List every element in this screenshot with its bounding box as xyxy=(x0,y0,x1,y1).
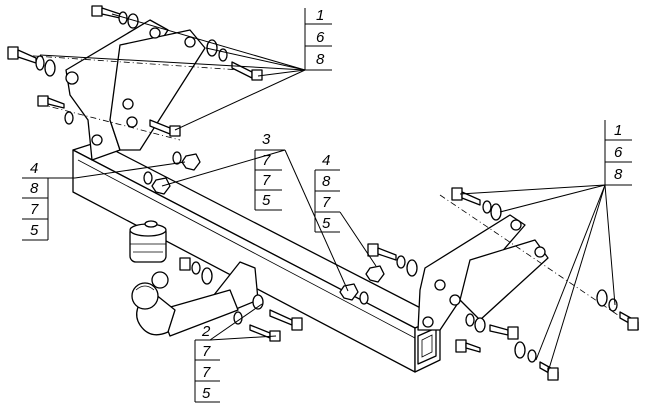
nut xyxy=(365,265,385,283)
callout-label: 4 xyxy=(322,152,330,169)
callout-label: 2 xyxy=(201,323,211,340)
washer xyxy=(64,111,74,125)
left-bracket xyxy=(19,19,241,161)
electrical-socket xyxy=(129,220,167,263)
nut xyxy=(151,177,171,195)
washer xyxy=(490,203,502,221)
callout-label: 4 xyxy=(30,160,38,177)
callout-left-mid: 4 8 7 5 xyxy=(22,160,75,241)
callout-center-right: 4 8 7 5 xyxy=(314,152,340,233)
callout-top-left: 1 6 8 xyxy=(304,7,332,71)
bolt xyxy=(7,46,37,64)
callout-label: 6 xyxy=(614,144,623,161)
bolt xyxy=(455,339,481,353)
bolt xyxy=(249,324,281,342)
bolt xyxy=(149,119,181,137)
callout-label: 7 xyxy=(262,172,271,189)
callout-label: 7 xyxy=(262,152,271,169)
callout-label: 7 xyxy=(30,201,39,218)
callout-label: 8 xyxy=(614,166,623,183)
washer xyxy=(35,55,45,71)
callout-label: 1 xyxy=(614,122,622,139)
washer xyxy=(514,341,526,359)
callout-label: 8 xyxy=(322,173,331,190)
washer xyxy=(596,289,608,307)
callout-label: 5 xyxy=(322,215,331,232)
callout-label: 6 xyxy=(316,29,325,46)
bolt xyxy=(179,257,191,271)
washer xyxy=(396,255,406,269)
washer xyxy=(465,313,475,327)
bolt xyxy=(367,243,397,261)
washer xyxy=(201,267,213,285)
washer xyxy=(143,171,153,185)
bolt xyxy=(619,311,639,331)
washer xyxy=(474,317,486,333)
callout-label: 8 xyxy=(30,180,39,197)
washer xyxy=(608,298,618,312)
washer xyxy=(406,259,418,277)
callout-bottom: 2 7 7 5 xyxy=(194,323,220,403)
bolt xyxy=(451,187,481,206)
right-bracket xyxy=(417,194,641,331)
bolt xyxy=(539,361,559,381)
nut xyxy=(339,283,359,301)
callout-center: 3 7 7 5 xyxy=(254,131,285,211)
bolt xyxy=(37,95,65,109)
callout-label: 7 xyxy=(202,343,211,360)
callout-label: 5 xyxy=(262,192,271,209)
tow-ball-assembly xyxy=(131,261,259,337)
callout-label: 8 xyxy=(316,51,325,68)
washer xyxy=(44,59,56,77)
washer xyxy=(527,349,537,363)
callout-label: 1 xyxy=(316,7,324,24)
washer xyxy=(127,13,139,29)
washer xyxy=(172,151,182,165)
leader-lines xyxy=(39,13,616,373)
callout-label: 5 xyxy=(30,222,39,239)
washer xyxy=(191,261,201,275)
callout-right: 1 6 8 xyxy=(604,120,632,186)
bolt xyxy=(269,309,303,331)
bolt xyxy=(231,61,263,81)
washer xyxy=(482,200,492,214)
callout-label: 3 xyxy=(262,131,271,148)
hardware xyxy=(7,5,639,381)
callout-label: 5 xyxy=(202,385,211,402)
bolt xyxy=(91,5,121,19)
bolt xyxy=(489,324,519,340)
washer xyxy=(359,291,369,305)
callout-label: 7 xyxy=(322,194,331,211)
callout-label: 7 xyxy=(202,364,211,381)
